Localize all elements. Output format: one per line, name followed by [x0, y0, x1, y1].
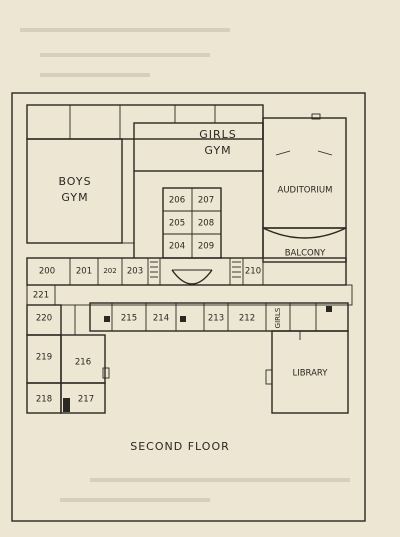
- room-208: 208: [198, 219, 214, 229]
- room-206: 206: [169, 196, 185, 206]
- room-221: 221: [33, 291, 49, 301]
- room-209: 209: [198, 242, 214, 252]
- library-label: LIBRARY: [292, 369, 328, 379]
- room-204: 204: [169, 242, 185, 252]
- room-217: 217: [78, 395, 94, 405]
- girls-restroom-label: GIRLS: [274, 307, 282, 328]
- room-218: 218: [36, 395, 52, 405]
- boys-gym-label-2: GYM: [61, 191, 88, 204]
- room-205: 205: [169, 219, 185, 229]
- floor-caption: SECOND FLOOR: [130, 440, 230, 453]
- room-220: 220: [36, 314, 52, 324]
- room-203: 203: [127, 267, 143, 277]
- room-201: 201: [76, 267, 92, 277]
- room-214: 214: [153, 314, 169, 324]
- boys-gym-label-1: BOYS: [58, 175, 91, 188]
- auditorium-label: AUDITORIUM: [278, 186, 333, 196]
- west-wing: [26, 284, 110, 414]
- balcony-room: [262, 227, 347, 263]
- room-210: 210: [245, 267, 261, 277]
- room-200: 200: [39, 267, 55, 277]
- room-215: 215: [121, 314, 137, 324]
- room-labels: BOYS GYM GIRLS GYM AUDITORIUM BALCONY LI…: [33, 128, 333, 405]
- room-216: 216: [75, 358, 91, 368]
- girls-gym-label-1: GIRLS: [199, 128, 237, 141]
- room-202: 202: [103, 267, 116, 275]
- room-219: 219: [36, 353, 52, 363]
- library-wing: [265, 330, 349, 414]
- balcony-label: BALCONY: [285, 249, 326, 259]
- frame-border: [11, 92, 366, 522]
- room-212: 212: [239, 314, 255, 324]
- room-207: 207: [198, 196, 214, 206]
- auditorium-block: [262, 113, 347, 263]
- girls-gym-label-2: GYM: [204, 144, 231, 157]
- room-213: 213: [208, 314, 224, 324]
